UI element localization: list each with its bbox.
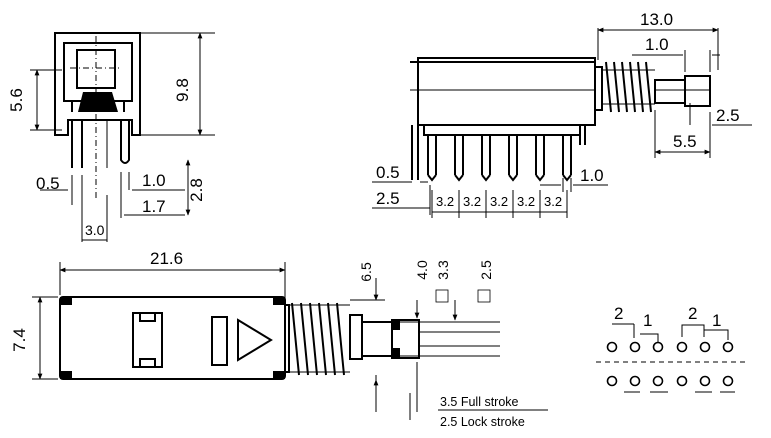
circuit-top-contacts xyxy=(606,341,734,353)
dim-9-8-label: 9.8 xyxy=(173,78,192,102)
front-plunger-stem xyxy=(654,79,686,104)
top-plunger-ext-lines xyxy=(400,321,500,357)
pitch-label-1: 3.2 xyxy=(436,194,454,209)
pitch-label-4: 3.2 xyxy=(517,194,535,209)
dim-9-8-ext xyxy=(140,32,215,136)
dim-front-0-5-label: 0.5 xyxy=(376,163,400,182)
dim-2-5-label: 2.5 xyxy=(478,260,494,280)
side-pin-left xyxy=(71,120,83,168)
front-body-outline xyxy=(417,57,596,126)
circuit-label-right-2: 2 xyxy=(688,304,697,323)
circuit-label-left-2: 2 xyxy=(614,304,623,323)
dim-0-5-ext xyxy=(71,175,83,205)
dim-21-6-label: 21.6 xyxy=(150,249,183,268)
dim-3-3-square xyxy=(435,289,449,303)
circuit-bottom-contacts xyxy=(606,375,734,387)
dim-3-3-label: 3.3 xyxy=(435,260,451,280)
top-plunger-tip xyxy=(391,319,420,359)
dim-2-8-label: 2.8 xyxy=(187,178,206,202)
dim-top-1-0-ext xyxy=(684,50,711,72)
front-view: 13.0 1.0 2.5 5.5 0.5 2.5 1.0 3.2 3.2 3.2… xyxy=(372,10,752,218)
dim-1-0-label: 1.0 xyxy=(142,171,166,190)
dim-4-0-label: 4.0 xyxy=(414,260,430,280)
circuit-top-link-left xyxy=(612,323,659,343)
top-view: 21.6 7.4 6.5 4.0 3.3 2.5 3.5 Full stroke… xyxy=(10,249,548,429)
dim-5-5-label: 5.5 xyxy=(673,132,697,151)
dim-5-6-ext xyxy=(30,69,62,131)
dim-13-0-label: 13.0 xyxy=(640,10,673,29)
front-spring xyxy=(603,61,655,113)
top-plunger-stem xyxy=(361,321,393,357)
top-spring xyxy=(285,302,350,376)
side-neck xyxy=(71,101,125,112)
dim-3-0-ext xyxy=(81,195,108,242)
dim-pin-tip-label: 1.0 xyxy=(580,166,604,185)
dim-3-0-label: 3.0 xyxy=(85,222,105,238)
dim-right-pin-ext xyxy=(120,172,130,218)
front-flange xyxy=(595,66,603,111)
circuit-schematic: 2 1 2 1 xyxy=(596,304,748,393)
top-direction-arrow xyxy=(237,318,273,362)
pitch-label-2: 3.2 xyxy=(463,194,481,209)
side-view: 5.6 9.8 0.5 1.0 1.7 2.8 3.0 xyxy=(7,32,215,242)
top-body xyxy=(59,296,286,380)
front-pins xyxy=(411,125,586,182)
dim-0-5-label: 0.5 xyxy=(36,174,60,193)
dim-top-1-0-label: 1.0 xyxy=(645,35,669,54)
pitch-label-3: 3.2 xyxy=(490,194,508,209)
dim-2-5-square xyxy=(477,289,491,303)
side-pin-right xyxy=(120,120,130,164)
top-plunger-collar xyxy=(349,314,363,360)
circuit-label-left-1: 1 xyxy=(643,311,652,330)
dim-6-5-label: 6.5 xyxy=(358,262,374,282)
circuit-label-right-1: 1 xyxy=(712,311,721,330)
dim-right-2-5-label: 2.5 xyxy=(716,106,740,125)
dim-7-4-ext xyxy=(32,296,58,380)
pitch-label-5: 3.2 xyxy=(544,194,562,209)
front-plunger-tip xyxy=(684,75,711,107)
dim-pitch-ext xyxy=(431,190,568,218)
side-button-square xyxy=(76,49,116,89)
dim-13-0-ext xyxy=(597,28,719,70)
dim-front-2-5-label: 2.5 xyxy=(376,189,400,208)
top-slot xyxy=(211,316,228,366)
lock-stroke-label: 2.5 Lock stroke xyxy=(440,415,525,429)
dim-7-4-label: 7.4 xyxy=(10,328,29,352)
full-stroke-label: 3.5 Full stroke xyxy=(440,395,519,409)
dim-1-7-label: 1.7 xyxy=(142,197,166,216)
top-window xyxy=(132,312,163,368)
top-plunger-marks xyxy=(392,320,400,358)
dim-pin-tip-ext xyxy=(562,178,572,192)
circuit-top-link-right xyxy=(681,324,729,340)
top-corner-notches xyxy=(60,297,285,379)
side-contact-block xyxy=(78,92,118,112)
side-housing-outline xyxy=(54,32,141,136)
dim-5-6-label: 5.6 xyxy=(7,88,26,112)
